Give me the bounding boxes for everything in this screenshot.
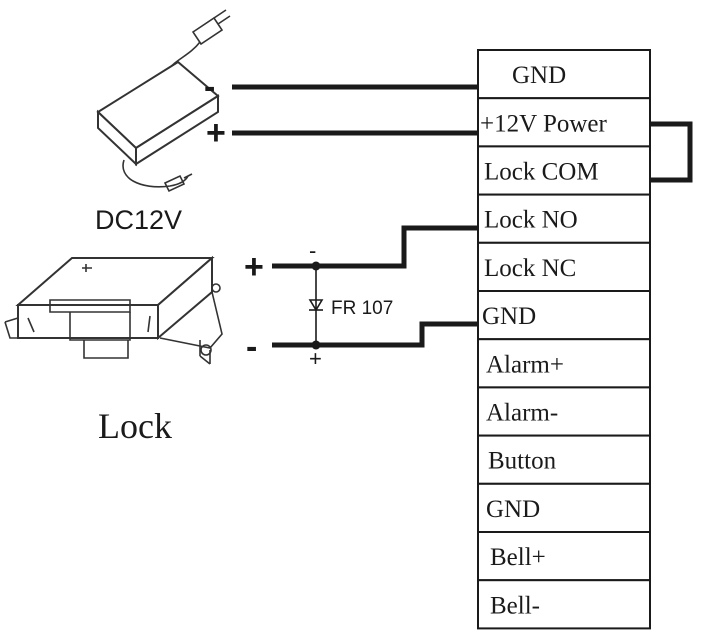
terminal-row-label: Bell- — [490, 592, 540, 619]
diode-top-mark: - — [309, 238, 316, 263]
psu-label: DC12V — [95, 205, 182, 235]
terminal-row-cell — [477, 338, 651, 389]
terminal-row-label: Button — [488, 448, 557, 475]
terminal-row-cell — [477, 97, 651, 148]
lock-minus-sign: - — [246, 328, 257, 366]
wires — [232, 84, 693, 348]
terminal-row-cell — [477, 531, 651, 582]
psu-plus-sign: + — [206, 114, 226, 152]
electric-lock-icon — [4, 255, 223, 365]
terminal-row-label: GND — [486, 496, 540, 523]
wire-lock-minus-to-gnd — [272, 321, 478, 348]
terminal-row-label: Lock NC — [484, 255, 576, 282]
power-adapter-icon — [96, 9, 231, 193]
terminal-row-label: Bell+ — [490, 544, 546, 571]
diode-label: FR 107 — [331, 298, 393, 319]
terminal-row-label: GND — [482, 303, 536, 330]
terminal-row-cell — [477, 193, 651, 244]
diode-icon — [308, 261, 324, 350]
terminal-row-cell — [477, 482, 651, 533]
terminal-row-cell — [477, 579, 651, 630]
wire-lock-plus-to-no — [272, 225, 478, 269]
terminal-row-label: Alarm+ — [486, 351, 564, 378]
diode-bottom-mark: + — [309, 346, 322, 371]
wire-jumper-12v-to-com — [650, 121, 693, 183]
lock-label: Lock — [98, 406, 172, 446]
terminal-row-cell — [477, 386, 651, 437]
terminal-row-label: +12V Power — [480, 110, 608, 137]
psu-minus-sign: - — [204, 68, 215, 106]
terminal-row-cell — [477, 241, 651, 293]
lock-plus-sign: + — [244, 248, 264, 286]
terminal-row-cell — [477, 145, 651, 196]
terminal-row-label: Lock COM — [484, 159, 599, 186]
terminal-row-label: Alarm- — [486, 400, 558, 427]
terminal-row-label: GND — [512, 62, 566, 89]
terminal-row-cell — [477, 434, 651, 485]
terminal-row-label: Lock NO — [484, 207, 578, 234]
